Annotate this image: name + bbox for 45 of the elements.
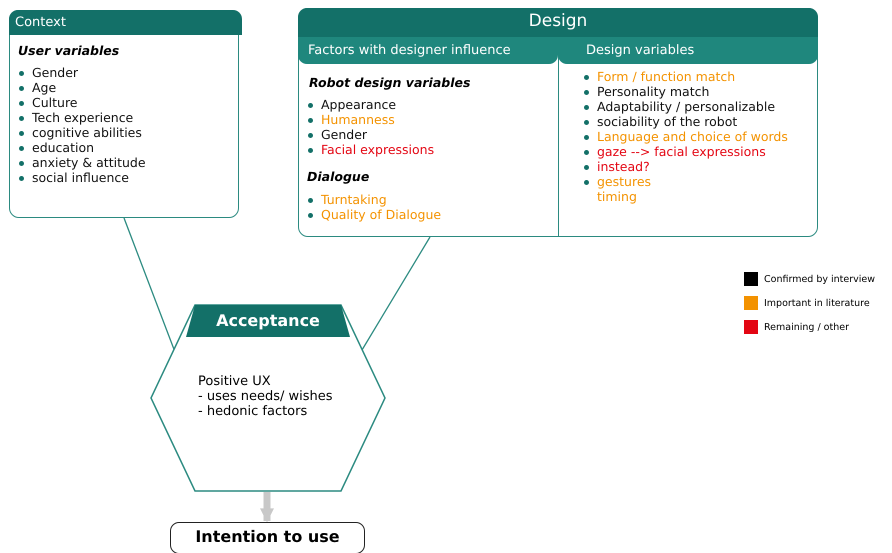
list-item: Tech experience (18, 110, 134, 125)
outcome-box (170, 522, 365, 553)
legend-label: Confirmed by interview (764, 273, 876, 287)
description-text: - hedonic factors (198, 404, 308, 419)
list-item: Turntaking (307, 192, 387, 207)
panel-header: Factors with designer influence (298, 37, 558, 64)
list-item: anxiety & attitude (18, 155, 146, 170)
list-item: social influence (18, 170, 129, 185)
section-heading: User variables (18, 43, 120, 58)
list-item: gestures (583, 174, 652, 189)
list-item: education (18, 140, 94, 155)
list-item: Adaptability / personalizable (583, 99, 776, 114)
list-item: Gender (307, 127, 368, 142)
design-card (298, 8, 818, 237)
list-item: Appearance (307, 97, 396, 112)
legend-label: Important in literature (764, 297, 870, 311)
list-item: sociability of the robot (583, 114, 738, 129)
context-card (9, 10, 239, 218)
arrow (260, 492, 274, 522)
panel-header: Design variables (558, 37, 818, 64)
list-item: Humanness (307, 112, 395, 127)
list-item: Language and choice of words (583, 129, 788, 144)
list-item: Culture (18, 95, 78, 110)
list-item: Gender (18, 65, 78, 80)
box-title: Intention to use (194, 527, 341, 547)
list-item: timing (596, 189, 637, 204)
connector-line (361, 236, 431, 350)
card-header: Design (298, 8, 818, 37)
legend-label: Remaining / other (764, 321, 849, 335)
list-item: cognitive abilities (18, 125, 142, 140)
list-item: gaze --> facial expressions (583, 144, 766, 159)
list-item: instead? (583, 159, 650, 174)
list-item: Facial expressions (307, 142, 434, 157)
list-item: Quality of Dialogue (307, 207, 442, 222)
description-text: - uses needs/ wishes (198, 389, 333, 404)
list-item: Age (18, 80, 56, 95)
section-heading: Robot design variables (309, 75, 470, 90)
hexagon-header: Acceptance (186, 305, 350, 337)
card-header: Context (9, 10, 242, 35)
list-item: Personality match (583, 84, 710, 99)
section-heading: Dialogue (307, 169, 370, 184)
list-item: Form / function match (583, 69, 736, 84)
acceptance-hexagon (150, 304, 386, 492)
design-panel (558, 37, 817, 237)
description-text: Positive UX (198, 374, 271, 389)
